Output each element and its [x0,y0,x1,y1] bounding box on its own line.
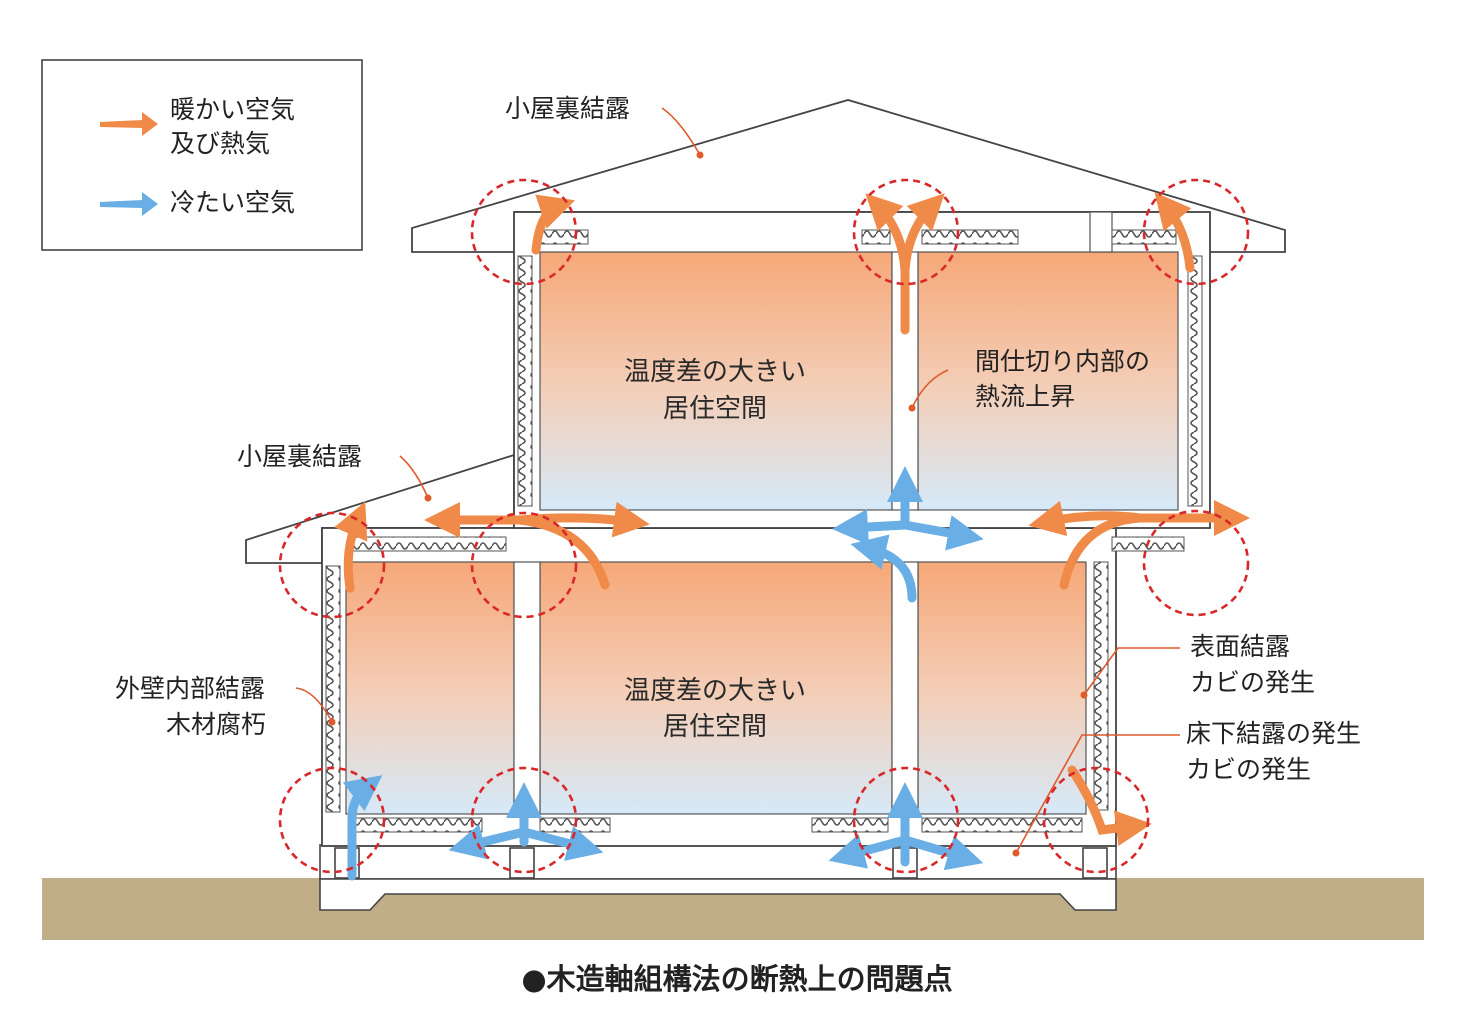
legend-warm-label-2: 及び熱気 [170,129,271,158]
room-label-lower-1: 温度差の大きい [623,676,806,706]
lower-room-right [917,561,1087,815]
label-attic-condensation-mid: 小屋裏結露 [237,442,363,471]
legend-warm-arrow-icon [100,112,158,136]
label-surface-1: 表面結露 [1190,632,1291,661]
figure-caption: ●木造軸組構法の断熱上の問題点 [521,962,953,996]
room-label-upper-1: 温度差の大きい [623,357,806,387]
label-surface-2: カビの発生 [1190,668,1316,697]
label-wall-1: 外壁内部結露 [115,674,266,703]
label-partition-2: 熱流上昇 [975,382,1076,411]
upper-room-left [539,251,893,511]
legend-box [41,59,363,251]
label-attic-condensation-top: 小屋裏結露 [505,94,631,123]
label-underfloor-2: カビの発生 [1186,755,1312,784]
label-underfloor-1: 床下結露の発生 [1186,719,1362,748]
room-label-lower-2: 居住空間 [662,712,767,742]
room-label-upper-2: 居住空間 [662,394,767,424]
lower-room-center [539,561,893,815]
condensation-circles [278,178,1250,874]
label-wall-2: 木材腐朽 [166,710,267,739]
insulation [325,229,1203,833]
leader-lines [295,107,1180,854]
legend-cold-label: 冷たい空気 [170,188,296,217]
label-partition-1: 間仕切り内部の [975,347,1151,376]
legend-cold-arrow-icon [100,192,158,216]
legend-warm-label-1: 暖かい空気 [170,95,296,124]
leader-dots [328,151,1088,857]
cold-air-arrows [342,466,984,881]
warm-air-arrows [334,192,1250,847]
